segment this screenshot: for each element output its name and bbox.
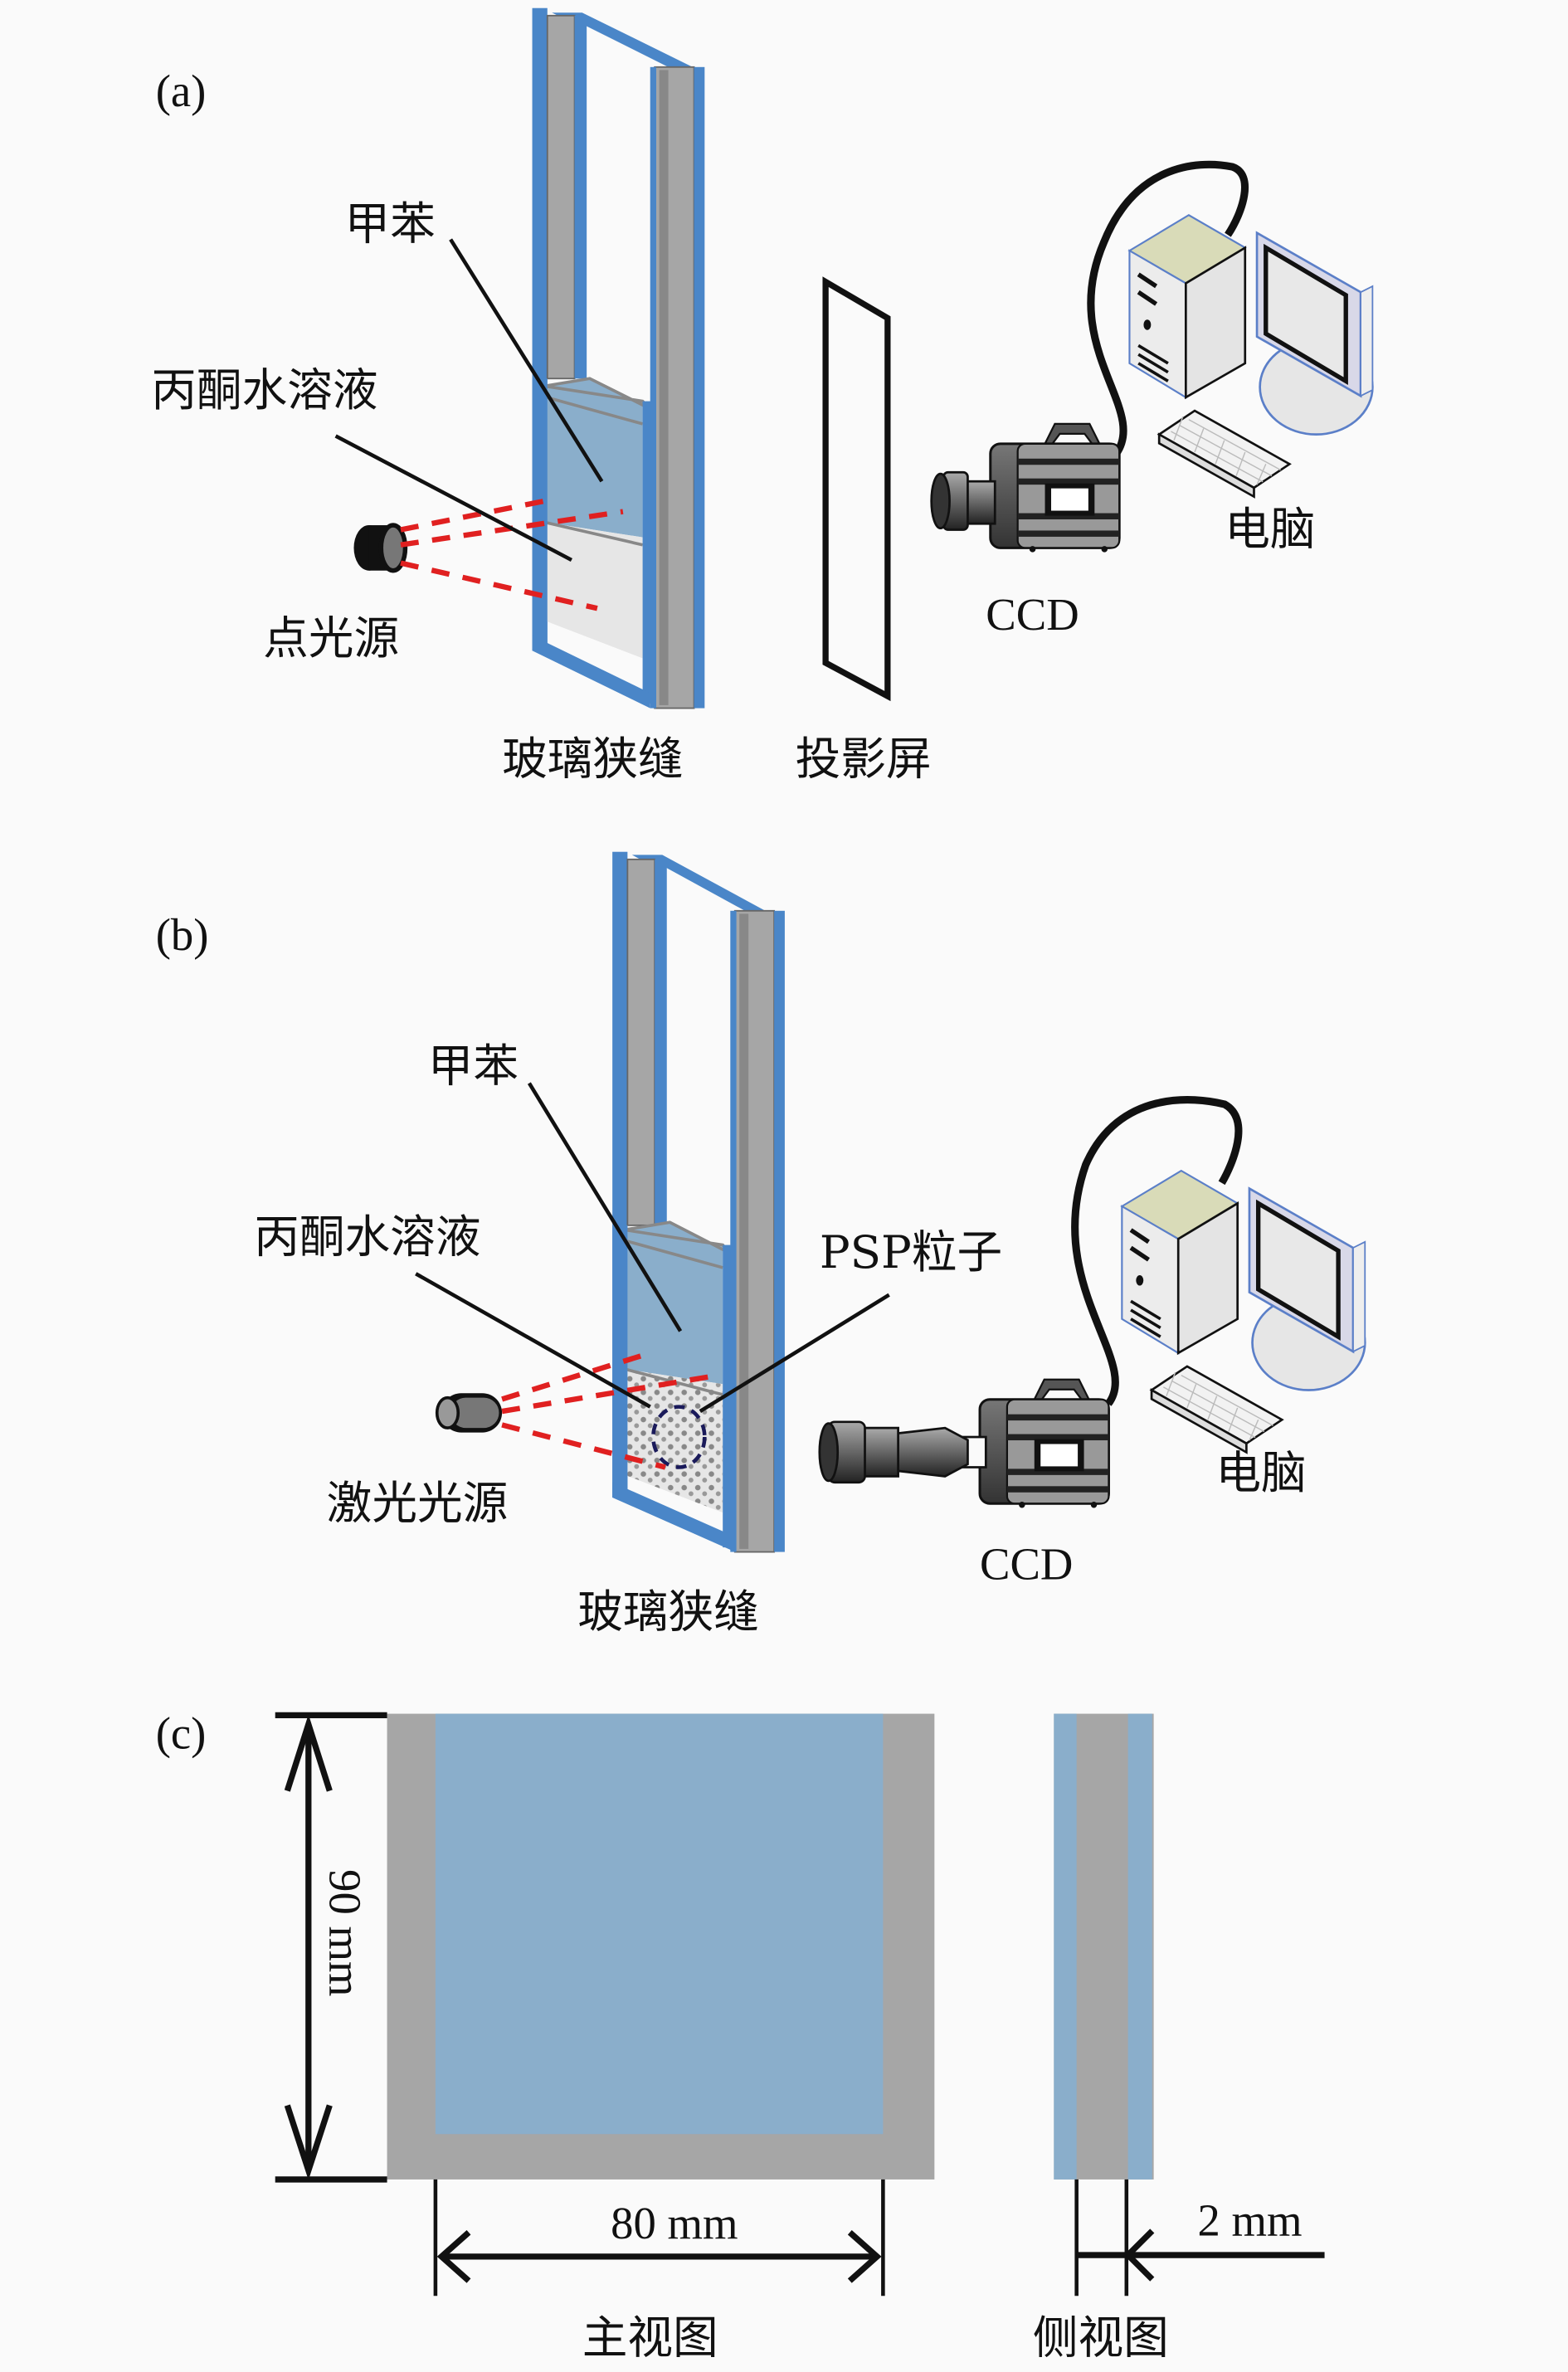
panel-b: (b) [156,851,1366,1639]
label-glass-slit-a: 玻璃狭缝 [502,733,684,786]
panel-a: (a) [151,7,1372,786]
panel-c-tag: (c) [156,1707,207,1758]
label-glass-slit-b: 玻璃狭缝 [577,1585,759,1639]
cable-b [1071,1096,1243,1406]
light-beams-b [501,1352,712,1470]
glass-slit-b [612,851,785,1553]
label-laser-source: 激光光源 [327,1476,509,1529]
ccd-camera-icon-b [978,1378,1110,1509]
panel-c: (c) 90 mm 80 mm 主视图 [156,1707,1325,2365]
psp-highlight-circle [651,1405,707,1469]
leader-acetone-a [334,434,572,562]
label-ccd-b: CCD [980,1538,1073,1589]
toluene-region-b [624,1230,723,1385]
leader-toluene-b [527,1082,683,1332]
label-acetone-b: 丙酮水溶液 [254,1210,480,1264]
height-dimension [275,1712,387,2183]
toluene-region [544,386,643,538]
ccd-lens-b [818,1420,987,1484]
laser-source-icon [435,1393,503,1433]
label-width-80mm: 80 mm [611,2198,738,2248]
acetone-region [544,522,643,659]
leader-psp [699,1293,890,1414]
leader-toluene-a [449,238,604,483]
panel-a-tag: (a) [156,66,207,116]
width-dimension [433,2179,885,2297]
point-light-source-icon [353,523,408,573]
panel-b-tag: (b) [156,909,209,960]
cable-a [1087,160,1249,457]
computer-icon-b [1122,1171,1365,1452]
label-acetone-a: 丙酮水溶液 [151,363,377,416]
label-toluene-a: 甲苯 [345,197,436,251]
ccd-lens-a [930,470,996,531]
label-point-light: 点光源 [263,611,399,665]
label-gap-2mm: 2 mm [1197,2194,1302,2245]
side-view-drawing [1054,1713,1154,2180]
computer-icon-a [1129,215,1372,496]
ccd-camera-icon-a [989,422,1121,554]
gap-dimension [1074,2179,1325,2297]
glass-slit-a [532,7,705,709]
label-computer-b: 电脑 [1215,1446,1306,1499]
label-front-view: 主视图 [582,2311,718,2365]
label-psp-particles: PSP粒子 [820,1225,1002,1279]
label-computer-a: 电脑 [1225,503,1315,556]
front-view-drawing [387,1713,935,2180]
label-height-90mm: 90 mm [319,1869,370,1996]
label-toluene-b: 甲苯 [428,1040,519,1093]
leader-acetone-b [415,1272,651,1409]
projection-screen-icon [822,276,891,702]
label-side-view: 侧视图 [1033,2311,1169,2365]
label-projection-screen: 投影屏 [796,733,932,786]
label-ccd-a: CCD [986,589,1079,640]
